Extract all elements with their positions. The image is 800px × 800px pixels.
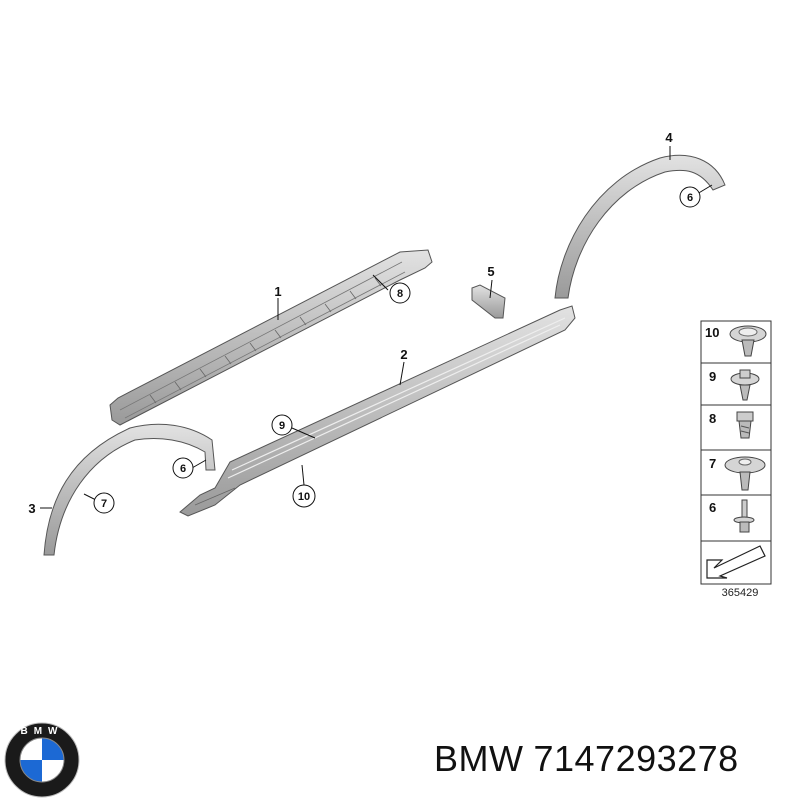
part-5-bracket	[471, 284, 506, 319]
clip-7-icon	[724, 456, 766, 491]
circle-callout-10: 10	[292, 484, 316, 508]
screw-8-icon	[736, 411, 754, 439]
catalog-arrow-icon	[706, 545, 766, 579]
rivet-6-icon	[733, 499, 755, 533]
callout-4: 4	[665, 130, 673, 145]
part-number: 7147293278	[533, 738, 739, 779]
callout-5: 5	[487, 264, 494, 279]
legend-label-9: 9	[709, 369, 716, 384]
circle-callout-6-front: 6	[172, 457, 194, 479]
part-1-rail	[109, 249, 433, 426]
legend-label-10: 10	[705, 325, 719, 340]
svg-text:8: 8	[397, 288, 403, 300]
part-2-sill	[179, 305, 576, 517]
clip-10-icon	[729, 325, 767, 357]
legend-label-6: 6	[709, 500, 716, 515]
svg-text:7: 7	[101, 498, 107, 510]
svg-text:6: 6	[687, 192, 693, 204]
svg-text:BMW: BMW	[21, 726, 64, 737]
diagram-code: 365429	[722, 587, 759, 599]
legend-label-7: 7	[709, 456, 716, 471]
clip-9-icon	[730, 369, 760, 401]
circle-callout-6-rear: 6	[679, 186, 701, 208]
callout-3: 3	[28, 501, 35, 516]
part-3-front-arch	[43, 423, 216, 556]
svg-text:6: 6	[180, 463, 186, 475]
svg-text:10: 10	[298, 491, 310, 503]
brand-name: BMW	[434, 738, 524, 779]
circle-callout-8: 8	[389, 282, 411, 304]
legend-label-8: 8	[709, 411, 716, 426]
svg-text:9: 9	[279, 420, 285, 432]
bmw-logo: BMW	[4, 722, 80, 798]
circle-callout-9: 9	[271, 414, 293, 436]
callout-2: 2	[400, 347, 407, 362]
callout-1: 1	[274, 284, 281, 299]
circle-callout-7: 7	[93, 492, 115, 514]
part-4-rear-arch	[554, 154, 726, 299]
fastener-legend: 10 9 8 7 6	[700, 320, 772, 599]
